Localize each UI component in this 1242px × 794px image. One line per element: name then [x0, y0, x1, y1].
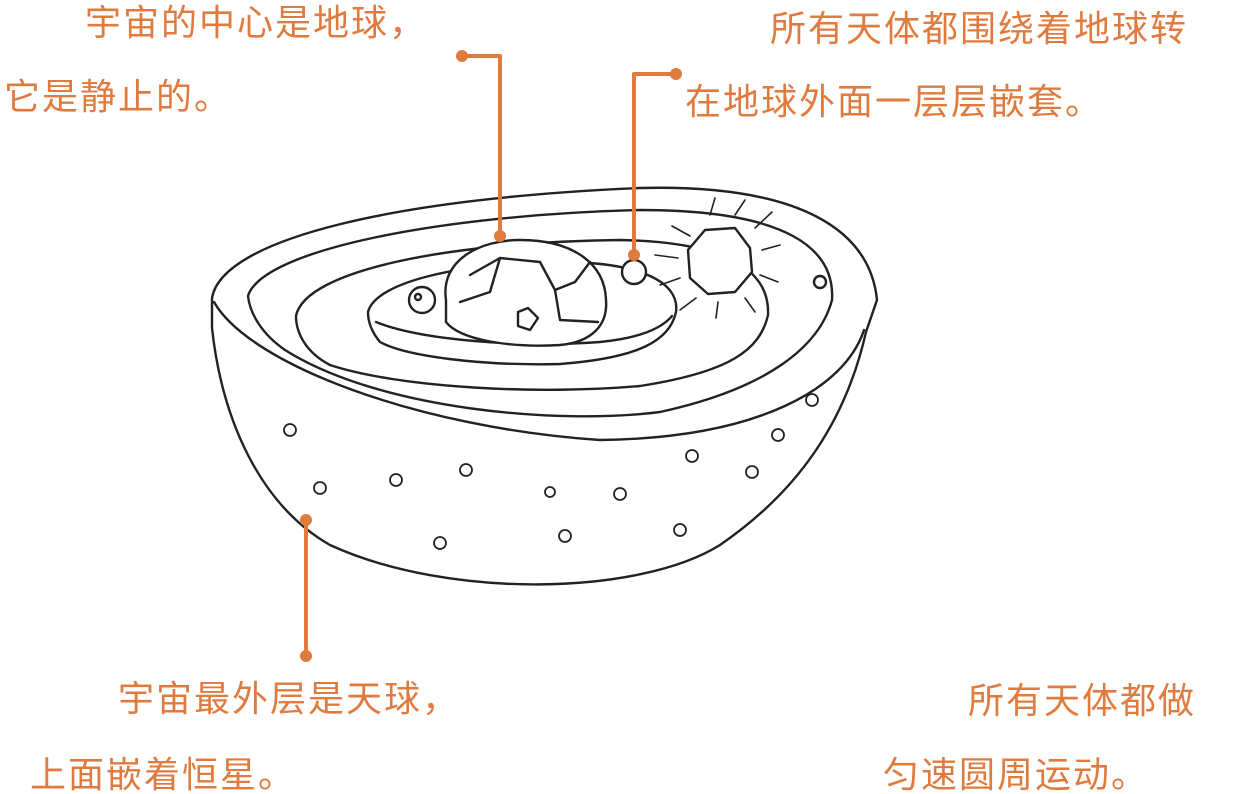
moon-icon — [620, 258, 648, 286]
celestial-sphere-rim — [212, 300, 866, 442]
leader-line-earth — [460, 54, 502, 238]
uniform-motion-label-line2: 匀速圆周运动。 — [883, 755, 1150, 794]
nested-spheres-label-line2: 在地球外面一层层嵌套。 — [685, 82, 1104, 123]
planet-icon — [812, 274, 828, 290]
star-icon — [283, 393, 819, 550]
celestial-sphere-label-line1: 宇宙最外层是天球， — [118, 679, 461, 720]
earth-icon — [444, 238, 608, 347]
leader-line-spheres — [632, 72, 678, 257]
nested-spheres-label-line1: 所有天体都围绕着地球转 — [770, 9, 1189, 50]
sun-icon — [654, 197, 781, 319]
uniform-motion-label-line1: 所有天体都做 — [968, 681, 1197, 722]
earth-center-label-line2: 它是静止的。 — [4, 77, 233, 118]
earth-center-label-line1: 宇宙的中心是地球， — [85, 3, 428, 44]
celestial-sphere-label-line2: 上面嵌着恒星。 — [30, 755, 297, 794]
planet-icon — [407, 285, 437, 315]
